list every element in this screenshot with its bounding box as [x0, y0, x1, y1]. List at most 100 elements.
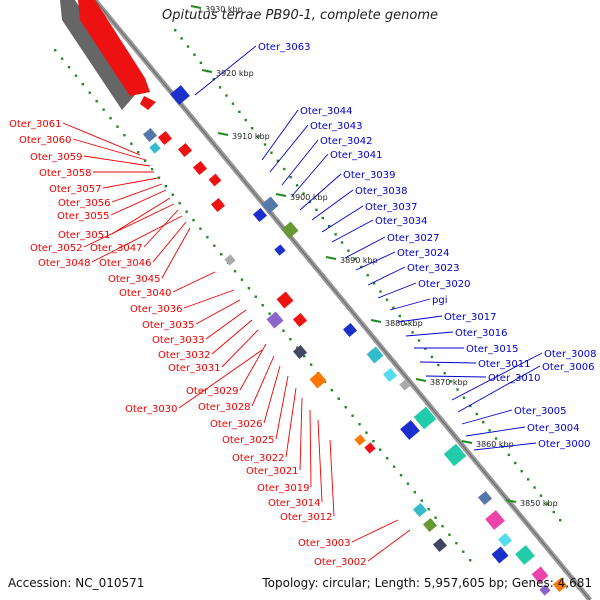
minus-gene-label[interactable]: Oter_3056	[58, 198, 111, 209]
plus-gene-label[interactable]: Oter_3037	[365, 202, 418, 213]
plus-gene-label[interactable]: Oter_3039	[343, 170, 396, 181]
minus-gene-label[interactable]: Oter_3031	[168, 363, 221, 374]
plus-gene-label[interactable]: Oter_3008	[544, 349, 597, 360]
minus-gene-label[interactable]: Oter_3033	[152, 335, 205, 346]
minus-gene-label[interactable]: Oter_3021	[246, 466, 299, 477]
plus-gene-label[interactable]: Oter_3038	[355, 186, 408, 197]
minus-gene-label[interactable]: Oter_3048	[38, 258, 91, 269]
minus-gene-label[interactable]: Oter_3046	[99, 258, 152, 269]
plus-gene-label[interactable]: Oter_3020	[418, 279, 471, 290]
minus-gene-label[interactable]: Oter_3047	[90, 243, 143, 254]
scale-dot-inner	[351, 414, 354, 417]
scale-dot-outer	[193, 53, 196, 56]
scale-dot-inner	[268, 312, 271, 315]
minus-gene-label[interactable]: Oter_3019	[257, 483, 310, 494]
minus-gene-label[interactable]: Oter_3061	[9, 119, 62, 130]
minus-gene-label[interactable]: Oter_3045	[108, 274, 161, 285]
minus-gene-label[interactable]: Oter_3029	[186, 386, 239, 397]
scale-dot-outer	[520, 470, 523, 473]
minus-label-leader	[91, 215, 183, 263]
plus-label-leader	[377, 282, 417, 299]
plus-label-leader	[419, 361, 477, 364]
minus-gene-label[interactable]: Oter_3052	[30, 243, 83, 254]
plus-label-leader	[299, 173, 342, 211]
minus-label-leader	[309, 409, 312, 488]
minus-gene-label[interactable]: Oter_3040	[119, 288, 172, 299]
gene-feature	[281, 221, 299, 239]
scale-dot-outer	[392, 306, 395, 310]
scale-dot-outer	[328, 225, 331, 228]
plus-gene-label[interactable]: Oter_3042	[320, 136, 373, 147]
minus-label-leader	[83, 155, 151, 167]
minus-gene-label[interactable]: Oter_3025	[222, 435, 275, 446]
scale-dot-outer	[494, 437, 498, 440]
gene-feature	[208, 173, 222, 187]
minus-gene-label[interactable]: Oter_3036	[130, 304, 183, 315]
plus-gene-label[interactable]: Oter_3027	[387, 233, 440, 244]
plus-gene-label[interactable]: Oter_3011	[478, 359, 531, 370]
minus-gene-label[interactable]: Oter_3051	[58, 230, 111, 241]
plus-gene-label[interactable]: pgi	[432, 295, 447, 306]
scale-dot-outer	[526, 478, 530, 481]
minus-gene-label[interactable]: Oter_3002	[314, 557, 367, 568]
scale-dot-inner	[116, 125, 119, 128]
plus-label-leader	[405, 331, 454, 337]
scale-dot-outer	[366, 274, 369, 277]
minus-gene-label[interactable]: Oter_3028	[198, 402, 251, 413]
plus-gene-label[interactable]: Oter_3024	[397, 248, 450, 259]
gene-feature	[252, 207, 268, 223]
scale-tick	[275, 193, 287, 197]
scale-dot-inner	[74, 74, 78, 77]
plus-gene-label[interactable]: Oter_3016	[455, 328, 508, 339]
minus-gene-label[interactable]: Oter_3012	[280, 512, 333, 523]
plus-gene-label[interactable]: Oter_3063	[258, 42, 311, 53]
plus-gene-label[interactable]: Oter_3041	[330, 150, 383, 161]
plus-gene-label[interactable]: Oter_3023	[407, 263, 460, 274]
genome-backbone	[60, 0, 592, 600]
minus-gene-label[interactable]: Oter_3057	[49, 184, 102, 195]
minus-gene-label[interactable]: Oter_3003	[298, 538, 351, 549]
plus-gene-label[interactable]: Oter_3005	[514, 406, 567, 417]
plus-gene-label[interactable]: Oter_3017	[444, 312, 497, 323]
plus-gene-label[interactable]: Oter_3004	[527, 423, 580, 434]
gene-feature	[477, 490, 493, 506]
minus-gene-label[interactable]: Oter_3058	[39, 168, 92, 179]
scale-dot-outer	[315, 208, 318, 212]
minus-gene-label[interactable]: Oter_3035	[142, 320, 195, 331]
scale-label: 3870 kbp	[430, 378, 468, 387]
plus-gene-label[interactable]: Oter_3010	[488, 373, 541, 384]
minus-gene-label[interactable]: Oter_3060	[19, 135, 72, 146]
plus-gene-label[interactable]: Oter_3034	[375, 216, 428, 227]
scale-dot-inner	[60, 57, 64, 60]
scale-dot-inner	[379, 448, 382, 451]
scale-label: 3930 kbp	[205, 5, 243, 14]
gene-feature	[515, 545, 535, 565]
scale-dot-outer	[411, 331, 414, 334]
scale-dot-outer	[507, 453, 511, 457]
minus-gene-label[interactable]: Oter_3059	[30, 152, 83, 163]
scale-label: 3900 kbp	[290, 193, 328, 202]
plus-gene-label[interactable]: Oter_3043	[310, 121, 363, 132]
scale-dot-outer	[385, 298, 389, 301]
scale-dot-inner	[254, 295, 257, 298]
plus-gene-label[interactable]: Oter_3006	[542, 362, 595, 373]
feature-track	[142, 85, 568, 596]
gene-feature	[157, 130, 173, 146]
minus-gene-label[interactable]: Oter_3055	[57, 211, 110, 222]
scale-tick	[415, 378, 427, 382]
minus-gene-label[interactable]: Oter_3030	[125, 404, 178, 415]
minus-gene-label[interactable]: Oter_3026	[210, 419, 263, 430]
scale-dot-outer	[244, 118, 247, 122]
scale-dot-inner	[206, 236, 209, 239]
minus-gene-label[interactable]: Oter_3032	[158, 350, 211, 361]
scale-dot-inner	[365, 431, 368, 434]
minus-gene-label[interactable]: Oter_3022	[232, 453, 285, 464]
plus-gene-label[interactable]: Oter_3000	[538, 439, 591, 450]
scale-dot-inner	[330, 389, 334, 392]
scale-dot-outer	[257, 135, 260, 138]
minus-label-leader	[299, 397, 303, 471]
minus-gene-label[interactable]: Oter_3014	[268, 498, 321, 509]
plus-gene-label[interactable]: Oter_3015	[466, 344, 519, 355]
plus-gene-label[interactable]: Oter_3044	[300, 106, 353, 117]
scale-dot-inner	[469, 559, 472, 562]
